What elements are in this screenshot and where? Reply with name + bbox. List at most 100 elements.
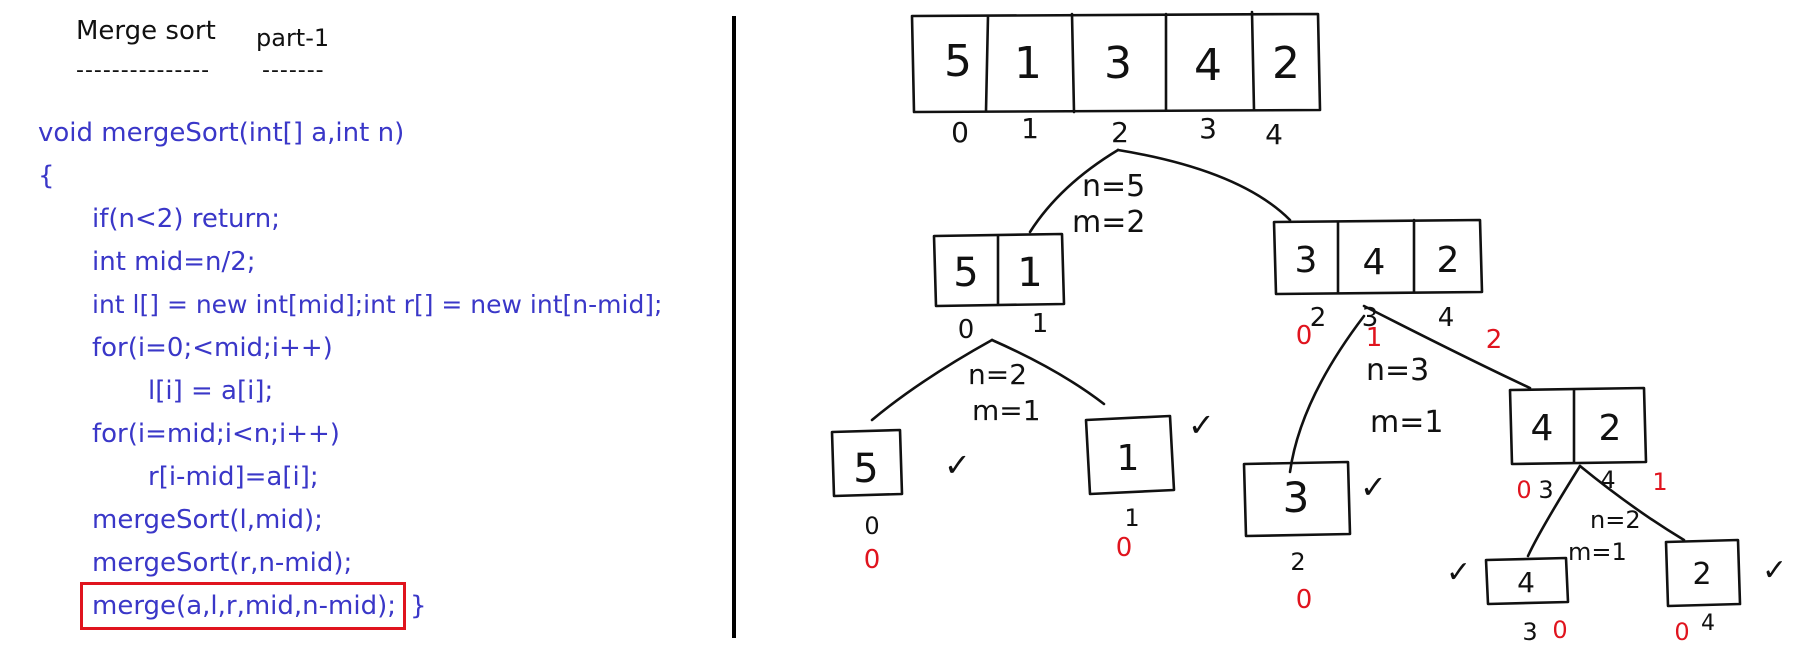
right-index-2: 4 <box>1438 303 1455 333</box>
edge-left-right <box>990 338 1106 406</box>
highlight-box <box>80 582 406 630</box>
right-cell-2: 2 <box>1437 240 1460 281</box>
root-index-4: 4 <box>1265 118 1283 151</box>
root-divider-4 <box>1250 10 1256 112</box>
code-line-12: merge(a,l,r,mid,n-mid); <box>92 591 396 621</box>
leaf-1-red: 0 <box>1116 533 1133 563</box>
rr-red-1: 1 <box>1652 468 1667 496</box>
title-merge-sort: Merge sort <box>76 16 216 46</box>
right-array: 3 4 2 2 3 4 0 1 2 <box>1272 218 1503 355</box>
rr-array: 4 2 3 4 0 1 <box>1508 386 1668 504</box>
code-line-7: l[i] = a[i]; <box>148 376 274 406</box>
leaf-1-check: ✓ <box>1188 406 1215 444</box>
right-index-0: 2 <box>1310 303 1327 333</box>
right-cell-0: 3 <box>1295 240 1318 281</box>
rr-split-n: n=2 <box>1590 506 1641 534</box>
leaf-2-check: ✓ <box>1762 553 1787 588</box>
rr-split-m: m=1 <box>1568 538 1627 566</box>
code-line-3: if(n<2) return; <box>92 204 280 234</box>
edge-root-left <box>1028 148 1120 234</box>
left-cell-0: 5 <box>953 250 978 296</box>
left-index-0: 0 <box>958 315 975 345</box>
leaf-1-outline <box>1084 414 1176 496</box>
left-split-m: m=1 <box>972 394 1041 427</box>
leaf-1-value: 1 <box>1117 438 1140 479</box>
left-array-outline <box>932 232 1066 308</box>
code-line-11: mergeSort(r,n-mid); <box>92 548 353 578</box>
leaf-4-red: 0 <box>1552 616 1567 644</box>
right-red-2: 2 <box>1486 325 1503 355</box>
edge-right-left <box>1288 314 1366 474</box>
right-split-m: m=1 <box>1370 405 1443 440</box>
root-index-1: 1 <box>1021 112 1039 145</box>
right-split-n: n=3 <box>1366 353 1429 388</box>
leaf-5: 5 ✓ 0 0 <box>830 428 971 575</box>
right-cell-1: 4 <box>1363 242 1386 283</box>
leaf-5-outline <box>830 428 904 498</box>
leaf-5-check: ✓ <box>944 446 971 484</box>
leaf-1-index: 1 <box>1124 504 1139 532</box>
rr-array-outline <box>1508 386 1648 466</box>
panel-divider <box>732 16 736 638</box>
leaf-3-index: 2 <box>1290 548 1305 576</box>
code-line-5: int l[] = new int[mid];int r[] = new int… <box>92 290 663 319</box>
root-cell-2: 3 <box>1104 38 1132 89</box>
root-array: 5 1 3 4 2 0 1 2 3 4 <box>910 10 1322 151</box>
root-index-3: 3 <box>1199 112 1217 145</box>
leaf-2-index: 4 <box>1701 611 1715 636</box>
root-index-0: 0 <box>951 116 969 149</box>
edge-rr-right <box>1578 464 1686 542</box>
root-divider-1 <box>984 14 990 113</box>
leaf-4-outline <box>1484 556 1570 606</box>
title-part: part-1 <box>256 24 330 52</box>
root-split-m: m=2 <box>1072 205 1145 240</box>
code-line-4: int mid=n/2; <box>92 247 256 277</box>
root-divider-2 <box>1070 12 1076 114</box>
leaf-2-outline <box>1664 538 1742 608</box>
rr-cell-0: 4 <box>1531 408 1554 449</box>
right-array-outline <box>1272 218 1484 296</box>
right-red-0: 0 <box>1296 321 1313 351</box>
code-line-8: for(i=mid;i<n;i++) <box>92 419 340 449</box>
right-red-1: 1 <box>1366 323 1383 353</box>
leaf-2-value: 2 <box>1692 557 1711 592</box>
left-index-1: 1 <box>1032 309 1049 339</box>
code-line-6: for(i=0;<mid;i++) <box>92 333 333 363</box>
edge-rr-left <box>1526 464 1582 558</box>
rr-index-1: 4 <box>1600 466 1615 494</box>
root-cell-3: 4 <box>1194 40 1222 91</box>
code-panel: Merge sort part-1 --------------- ------… <box>0 0 740 654</box>
leaf-4: 4 ✓ 3 0 <box>1446 555 1570 646</box>
root-cell-4: 2 <box>1272 38 1300 89</box>
leaf-2-red: 0 <box>1674 618 1689 646</box>
leaf-1: 1 ✓ 1 0 <box>1084 406 1215 563</box>
root-cell-1: 1 <box>1014 38 1042 89</box>
leaf-4-value: 4 <box>1517 566 1535 599</box>
title-underline: --------------- <box>76 58 211 83</box>
leaf-2: 2 ✓ 4 0 <box>1664 538 1787 646</box>
leaf-5-red: 0 <box>864 545 881 575</box>
edge-left-left <box>870 338 994 422</box>
leaf-3: 3 ✓ 2 0 <box>1242 460 1387 615</box>
left-cell-1: 1 <box>1017 250 1042 296</box>
edge-root-right <box>1116 148 1292 222</box>
leaf-3-outline <box>1242 460 1352 538</box>
leaf-5-value: 5 <box>853 446 878 492</box>
edge-right-right <box>1362 304 1532 390</box>
part-underline: ------- <box>262 58 325 83</box>
root-array-outline <box>910 12 1322 114</box>
leaf-4-check: ✓ <box>1446 555 1471 590</box>
code-line-2: { <box>38 161 55 191</box>
root-cell-0: 5 <box>944 36 972 87</box>
leaf-3-red: 0 <box>1296 585 1313 615</box>
rr-index-0: 3 <box>1538 476 1553 504</box>
root-index-2: 2 <box>1111 116 1129 149</box>
left-split-n: n=2 <box>968 358 1027 391</box>
left-array: 5 1 0 1 <box>932 232 1066 345</box>
rr-cell-1: 2 <box>1599 408 1622 449</box>
leaf-3-check: ✓ <box>1360 468 1387 506</box>
leaf-5-index: 0 <box>864 512 879 540</box>
code-line-13: } <box>410 591 427 621</box>
code-line-9: r[i-mid]=a[i]; <box>148 462 319 492</box>
